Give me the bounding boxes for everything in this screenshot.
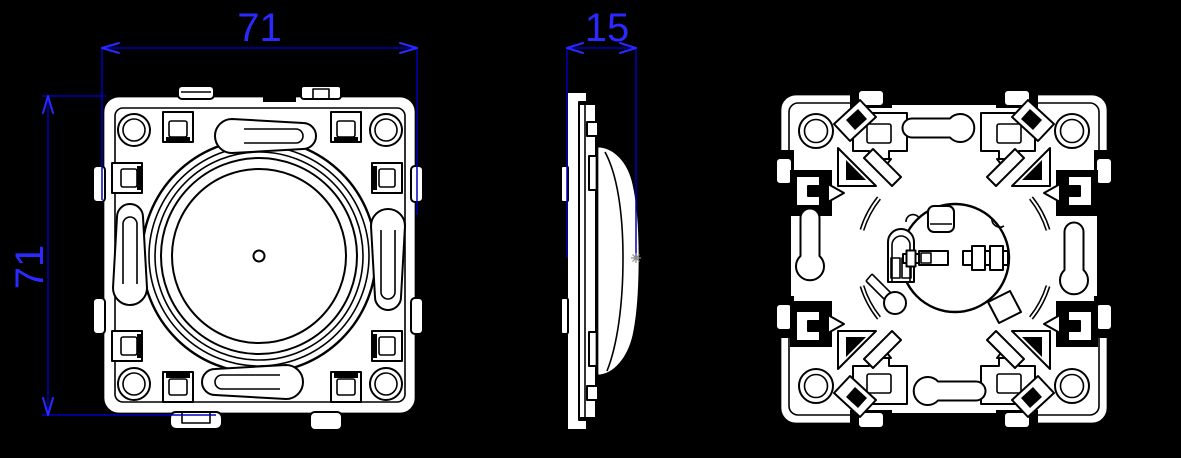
front-view-drawing — [92, 85, 424, 431]
extension-end-marker — [631, 253, 641, 263]
front-edge-tabs — [92, 85, 424, 431]
front-corner-screw-holes — [117, 113, 403, 401]
front-edge-slots — [111, 111, 403, 403]
dimension-label-front-height: 71 — [8, 244, 52, 290]
rear-view-drawing — [775, 89, 1113, 429]
rear-keyhole-slots — [795, 113, 1089, 406]
front-knob-center-dot — [252, 249, 266, 263]
rear-central-mechanism — [865, 202, 1022, 324]
rear-arc-slots — [859, 196, 1051, 320]
rear-corner-motif — [790, 99, 908, 216]
front-top-edge-recess — [263, 94, 296, 102]
front-retaining-claws — [112, 118, 406, 400]
dimension-side-depth — [566, 42, 641, 263]
dimension-label-side-depth: 15 — [584, 6, 630, 50]
side-frame-layer — [578, 103, 597, 419]
dimension-label-front-width: 71 — [237, 6, 282, 50]
side-back-plate — [566, 91, 588, 431]
side-view-drawing — [560, 91, 642, 431]
dimension-front-width — [101, 42, 418, 215]
dimension-front-height — [42, 95, 216, 416]
dimension-annotations — [42, 42, 641, 416]
